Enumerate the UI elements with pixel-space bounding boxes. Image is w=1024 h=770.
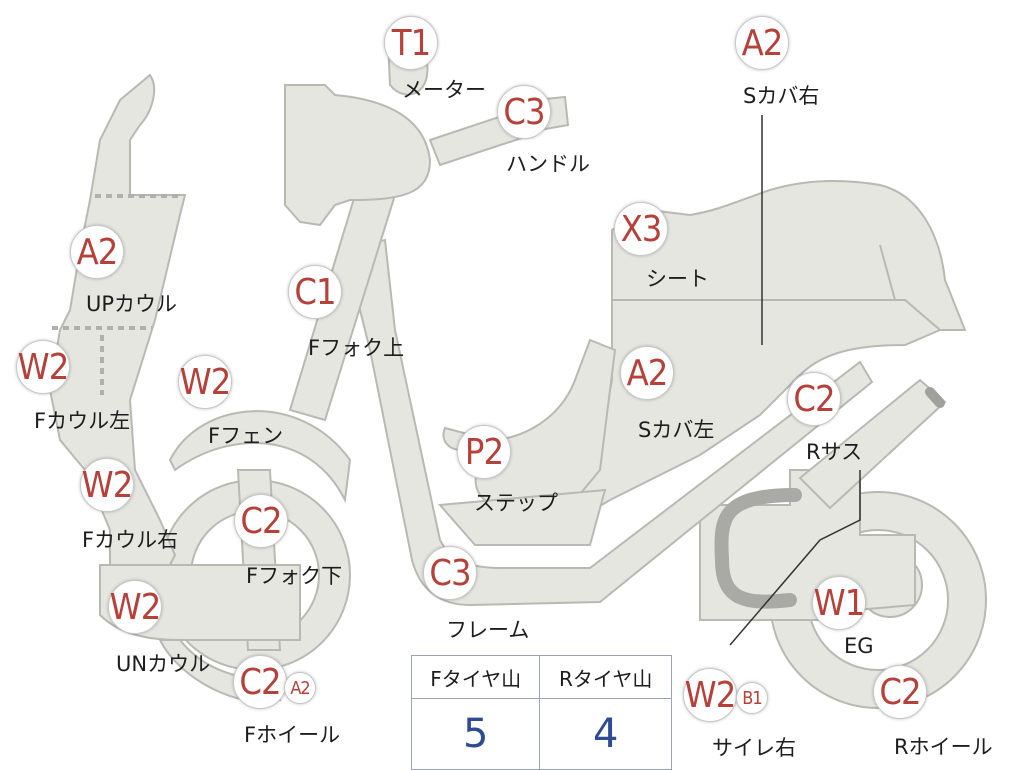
badge-rear-wheel: C2 (873, 665, 927, 719)
label-front-fork-lower: Fフォク下 (246, 564, 343, 588)
header-front-tire: Fタイヤ山 (410, 655, 541, 699)
sub-badge-muffler-right: B1 (736, 682, 768, 714)
badge-under-cowl: W2 (108, 580, 162, 634)
label-step: ステップ (474, 491, 558, 515)
sub-badge-front-wheel: A2 (284, 672, 316, 704)
value-front-tire: 5 (410, 698, 541, 770)
badge-rear-suspension: C2 (787, 372, 841, 426)
label-muffler-right: サイレ右 (712, 736, 796, 760)
badge-seat: X3 (614, 202, 668, 256)
label-front-cowl-right: Fカウル右 (82, 528, 179, 552)
badge-muffler-right: W2 (683, 668, 737, 722)
label-front-fender: Fフェン (208, 424, 284, 448)
label-front-fork-upper: Fフォク上 (308, 336, 405, 360)
label-side-cover-right: Sカバ右 (743, 84, 820, 108)
rear-suspension-shape (798, 378, 947, 510)
front-fender-shape (168, 410, 352, 504)
value-rear-tire: 4 (539, 698, 672, 770)
label-upper-cowl: UPカウル (86, 292, 178, 316)
label-rear-wheel: Rホイール (894, 735, 993, 759)
cowl-shape (48, 73, 301, 703)
badge-side-cover-left: A2 (620, 346, 674, 400)
label-front-wheel: Fホイール (244, 723, 341, 747)
badge-front-fender: W2 (178, 355, 232, 409)
badge-front-fork-upper: C1 (288, 265, 342, 319)
label-frame: フレーム (446, 618, 530, 642)
badge-side-cover-right: A2 (735, 16, 789, 70)
tire-tread-table: Fタイヤ山 Rタイヤ山 5 4 (410, 655, 672, 770)
label-engine: EG (844, 634, 874, 658)
badge-handlebar: C3 (497, 85, 551, 139)
badge-front-cowl-left: W2 (16, 340, 70, 394)
badge-frame: C3 (423, 546, 477, 600)
badge-step: P2 (457, 425, 511, 479)
label-rear-suspension: Rサス (806, 440, 863, 464)
badge-front-cowl-right: W2 (80, 458, 134, 512)
header-rear-tire: Rタイヤ山 (539, 655, 672, 699)
label-under-cowl: UNカウル (116, 652, 211, 676)
label-meter: メーター (402, 78, 486, 102)
label-seat: シート (646, 267, 709, 291)
label-front-cowl-left: Fカウル左 (34, 409, 131, 433)
badge-engine: W1 (812, 576, 866, 630)
badge-front-wheel: C2 (233, 655, 287, 709)
badge-front-fork-lower: C2 (234, 494, 288, 548)
badge-meter: T1 (384, 16, 438, 70)
badge-upper-cowl: A2 (70, 225, 124, 279)
label-handlebar: ハンドル (506, 152, 590, 176)
label-side-cover-left: Sカバ左 (638, 418, 715, 442)
